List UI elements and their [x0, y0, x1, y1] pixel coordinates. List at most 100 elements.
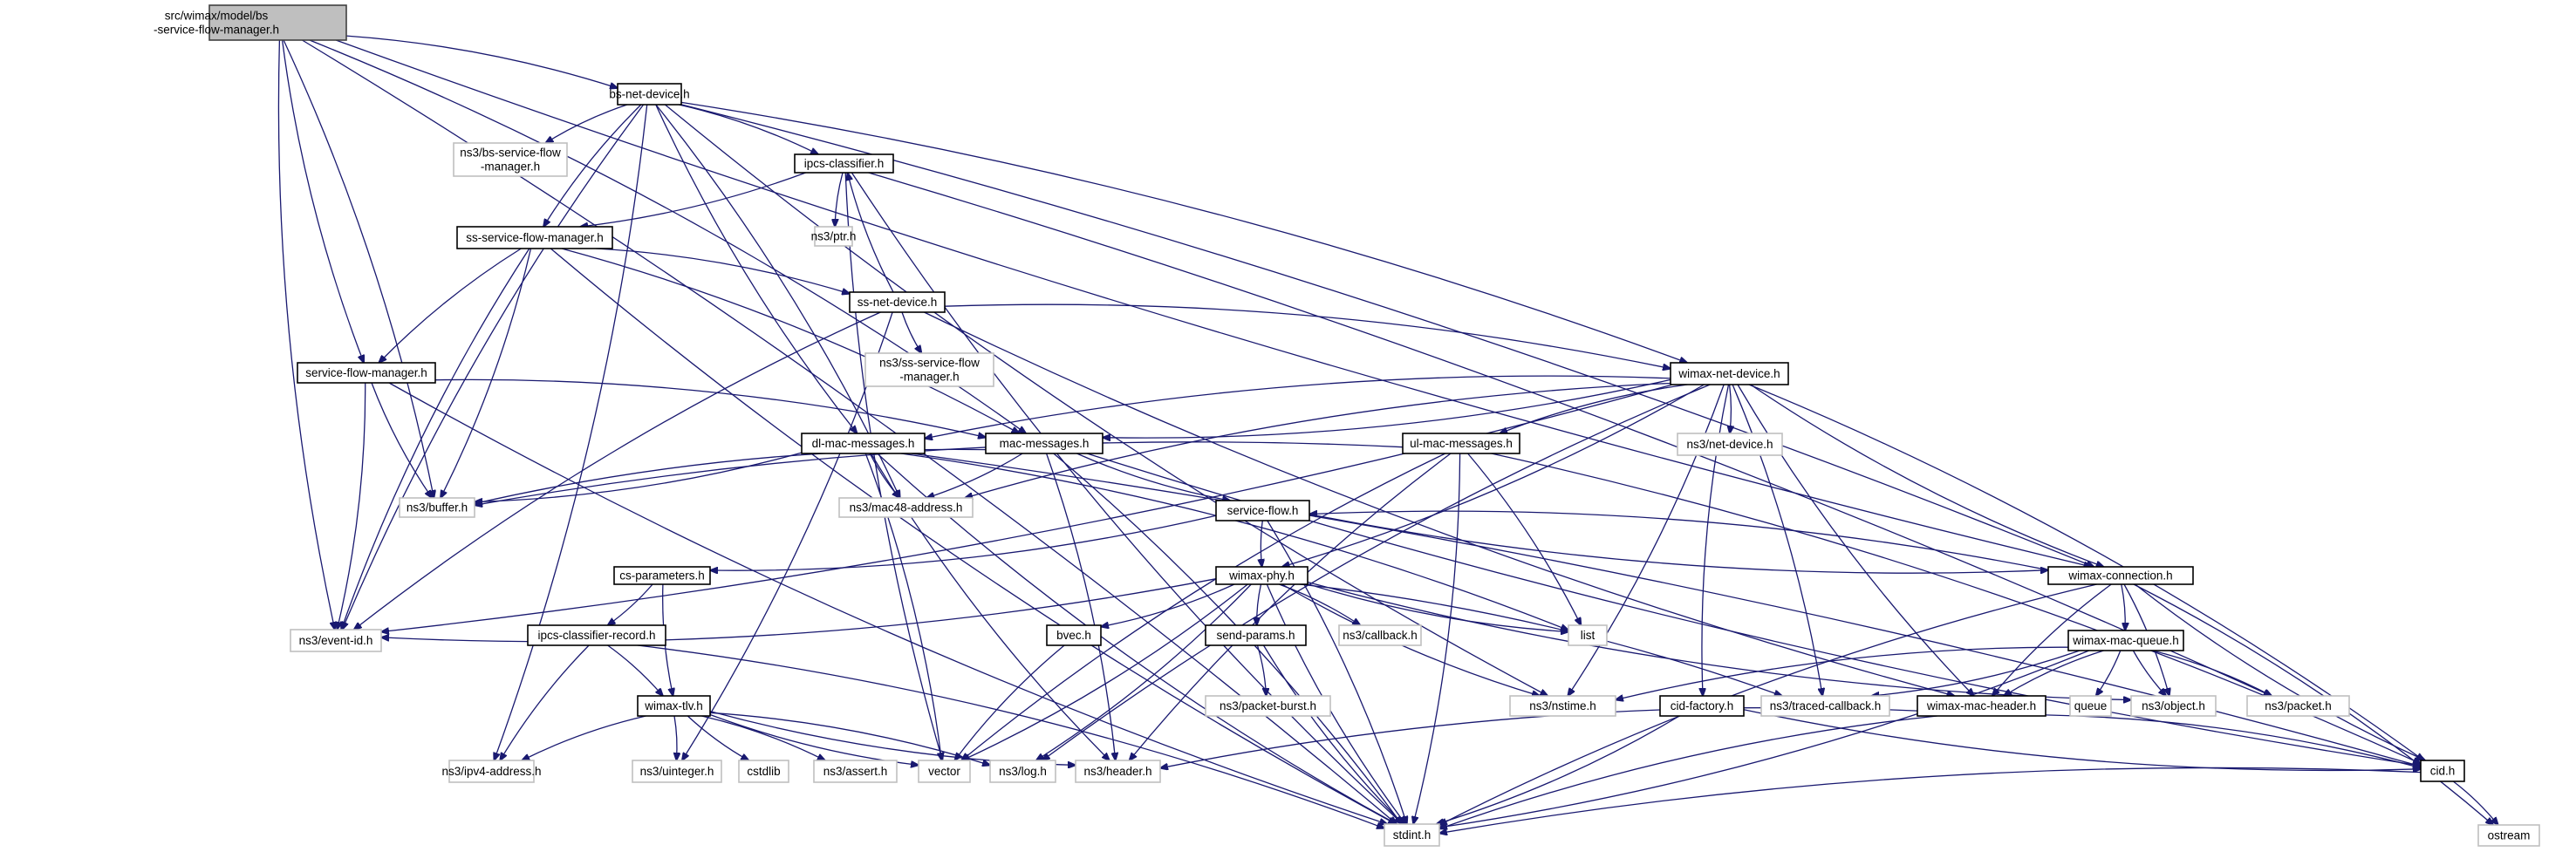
node-ns3-object[interactable]: ns3/object.h: [2130, 695, 2217, 717]
node-mac-messages[interactable]: mac-messages.h: [985, 433, 1104, 454]
node-ns3-net-device[interactable]: ns3/net-device.h: [1677, 433, 1783, 456]
node-ipcs-classifier[interactable]: ipcs-classifier.h: [794, 153, 894, 174]
node-ns3-bs-sfm[interactable]: ns3/bs-service-flow-manager.h: [453, 142, 568, 177]
node-ns3-ipv4[interactable]: ns3/ipv4-address.h: [441, 760, 542, 783]
node-wimax-mac-header[interactable]: wimax-mac-header.h: [1917, 695, 2046, 717]
node-label-ns3-log: ns3/log.h: [999, 765, 1047, 778]
node-box-list[interactable]: [1568, 624, 1608, 646]
node-ns3-ss-sfm[interactable]: ns3/ss-service-flow-manager.h: [864, 352, 994, 387]
node-cstdlib[interactable]: cstdlib: [738, 760, 789, 783]
node-box-ns3-event-id[interactable]: [290, 629, 382, 652]
node-box-wimax-phy[interactable]: [1215, 566, 1308, 585]
node-ns3-nstime[interactable]: ns3/nstime.h: [1509, 695, 1616, 717]
node-ns3-log[interactable]: ns3/log.h: [989, 760, 1056, 783]
node-wimax-tlv[interactable]: wimax-tlv.h: [637, 695, 711, 717]
node-ss-net-device[interactable]: ss-net-device.h: [849, 291, 946, 313]
node-box-ipcs-classifier[interactable]: [794, 153, 894, 174]
node-box-send-params[interactable]: [1205, 624, 1307, 646]
node-ipcs-classifier-record[interactable]: ipcs-classifier-record.h: [527, 624, 666, 646]
node-cid[interactable]: cid.h: [2420, 760, 2465, 782]
node-box-wimax-mac-queue[interactable]: [2067, 630, 2184, 651]
node-box-service-flow[interactable]: [1215, 500, 1310, 521]
node-box-root[interactable]: [208, 4, 347, 41]
node-box-ns3-net-device[interactable]: [1677, 433, 1783, 456]
node-ns3-buffer[interactable]: ns3/buffer.h: [399, 497, 475, 518]
node-wimax-phy[interactable]: wimax-phy.h: [1215, 566, 1308, 585]
node-box-ns3-assert[interactable]: [813, 760, 898, 783]
node-sfm[interactable]: service-flow-manager.h: [297, 362, 436, 384]
node-ns3-callback[interactable]: ns3/callback.h: [1338, 624, 1422, 646]
node-ns3-packet-burst[interactable]: ns3/packet-burst.h: [1205, 695, 1331, 717]
node-ns3-ptr[interactable]: ns3/ptr.h: [811, 226, 857, 247]
node-box-vector[interactable]: [918, 760, 971, 783]
node-bvec[interactable]: bvec.h: [1046, 624, 1102, 646]
node-box-ns3-bs-sfm[interactable]: [453, 142, 568, 177]
node-queue[interactable]: queue: [2069, 695, 2112, 717]
node-box-ns3-uinteger[interactable]: [632, 760, 722, 783]
node-box-wimax-mac-header[interactable]: [1917, 695, 2046, 717]
node-stdint[interactable]: stdint.h: [1384, 823, 1440, 847]
node-ns3-header[interactable]: ns3/header.h: [1075, 760, 1161, 783]
node-cid-factory[interactable]: cid-factory.h: [1659, 695, 1745, 717]
node-box-ns3-ptr[interactable]: [814, 226, 853, 247]
node-box-ostream[interactable]: [2477, 824, 2540, 847]
node-send-params[interactable]: send-params.h: [1205, 624, 1307, 646]
node-box-ns3-mac48[interactable]: [838, 497, 974, 518]
node-list[interactable]: list: [1568, 624, 1608, 646]
node-ns3-mac48[interactable]: ns3/mac48-address.h: [838, 497, 974, 518]
node-box-stdint[interactable]: [1384, 823, 1440, 847]
node-box-ipcs-classifier-record[interactable]: [527, 624, 666, 646]
node-box-queue[interactable]: [2069, 695, 2112, 717]
node-box-wimax-tlv[interactable]: [637, 695, 711, 717]
node-service-flow[interactable]: service-flow.h: [1215, 500, 1310, 521]
node-ostream[interactable]: ostream: [2477, 824, 2540, 847]
node-box-cid[interactable]: [2420, 760, 2465, 782]
node-vector[interactable]: vector: [918, 760, 971, 783]
node-dl-mac-messages[interactable]: dl-mac-messages.h: [801, 433, 926, 454]
node-ns3-uinteger[interactable]: ns3/uinteger.h: [632, 760, 722, 783]
node-box-ns3-packet-burst[interactable]: [1205, 695, 1331, 717]
node-box-ss-net-device[interactable]: [849, 291, 946, 313]
node-box-wimax-connection[interactable]: [2047, 566, 2194, 585]
node-box-ns3-log[interactable]: [989, 760, 1056, 783]
node-ul-mac-messages[interactable]: ul-mac-messages.h: [1402, 433, 1520, 454]
node-box-bs-net-device[interactable]: [617, 83, 682, 106]
edge-wimax-tlv-to-ns3-uinteger: [674, 715, 677, 760]
node-box-ul-mac-messages[interactable]: [1402, 433, 1520, 454]
node-box-dl-mac-messages[interactable]: [801, 433, 926, 454]
node-box-cid-factory[interactable]: [1659, 695, 1745, 717]
node-box-bvec[interactable]: [1046, 624, 1102, 646]
node-box-ns3-callback[interactable]: [1338, 624, 1422, 646]
node-box-cstdlib[interactable]: [738, 760, 789, 783]
node-box-ns3-nstime[interactable]: [1509, 695, 1616, 717]
edge-ss-net-device-to-ns3-ss-sfm: [901, 311, 921, 353]
node-box-ns3-packet[interactable]: [2246, 695, 2350, 717]
node-ns3-event-id[interactable]: ns3/event-id.h: [290, 629, 382, 652]
node-ss-sfm[interactable]: ss-service-flow-manager.h: [456, 226, 613, 249]
node-box-ns3-object[interactable]: [2130, 695, 2217, 717]
edge-bs-net-device-to-wimax-net-device: [680, 101, 1687, 363]
node-bs-net-device[interactable]: bs-net-device.h: [609, 83, 690, 106]
node-box-cs-parameters[interactable]: [613, 566, 711, 585]
node-box-ns3-ipv4[interactable]: [448, 760, 535, 783]
node-box-sfm[interactable]: [297, 362, 436, 384]
node-wimax-mac-queue[interactable]: wimax-mac-queue.h: [2067, 630, 2184, 651]
node-box-ns3-header[interactable]: [1075, 760, 1161, 783]
node-root[interactable]: src/wimax/model/bs-service-flow-manager.…: [154, 4, 347, 41]
edge-dl-mac-messages-to-ns3-buffer: [475, 452, 803, 501]
edge-ss-net-device-to-ns3-event-id: [354, 311, 881, 630]
node-box-ns3-ss-sfm[interactable]: [864, 352, 994, 387]
edge-root-to-ns3-event-id: [277, 39, 334, 630]
node-box-wimax-net-device[interactable]: [1670, 362, 1789, 385]
node-box-mac-messages[interactable]: [985, 433, 1104, 454]
node-wimax-net-device[interactable]: wimax-net-device.h: [1670, 362, 1789, 385]
node-wimax-connection[interactable]: wimax-connection.h: [2047, 566, 2194, 585]
node-box-ss-sfm[interactable]: [456, 226, 613, 249]
node-ns3-packet[interactable]: ns3/packet.h: [2246, 695, 2350, 717]
node-box-ns3-traced-callback[interactable]: [1760, 695, 1890, 717]
node-ns3-assert[interactable]: ns3/assert.h: [813, 760, 898, 783]
node-cs-parameters[interactable]: cs-parameters.h: [613, 566, 711, 585]
node-ns3-traced-callback[interactable]: ns3/traced-callback.h: [1760, 695, 1890, 717]
node-box-ns3-buffer[interactable]: [399, 497, 475, 518]
node-label-ns3-packet: ns3/packet.h: [2265, 699, 2332, 712]
